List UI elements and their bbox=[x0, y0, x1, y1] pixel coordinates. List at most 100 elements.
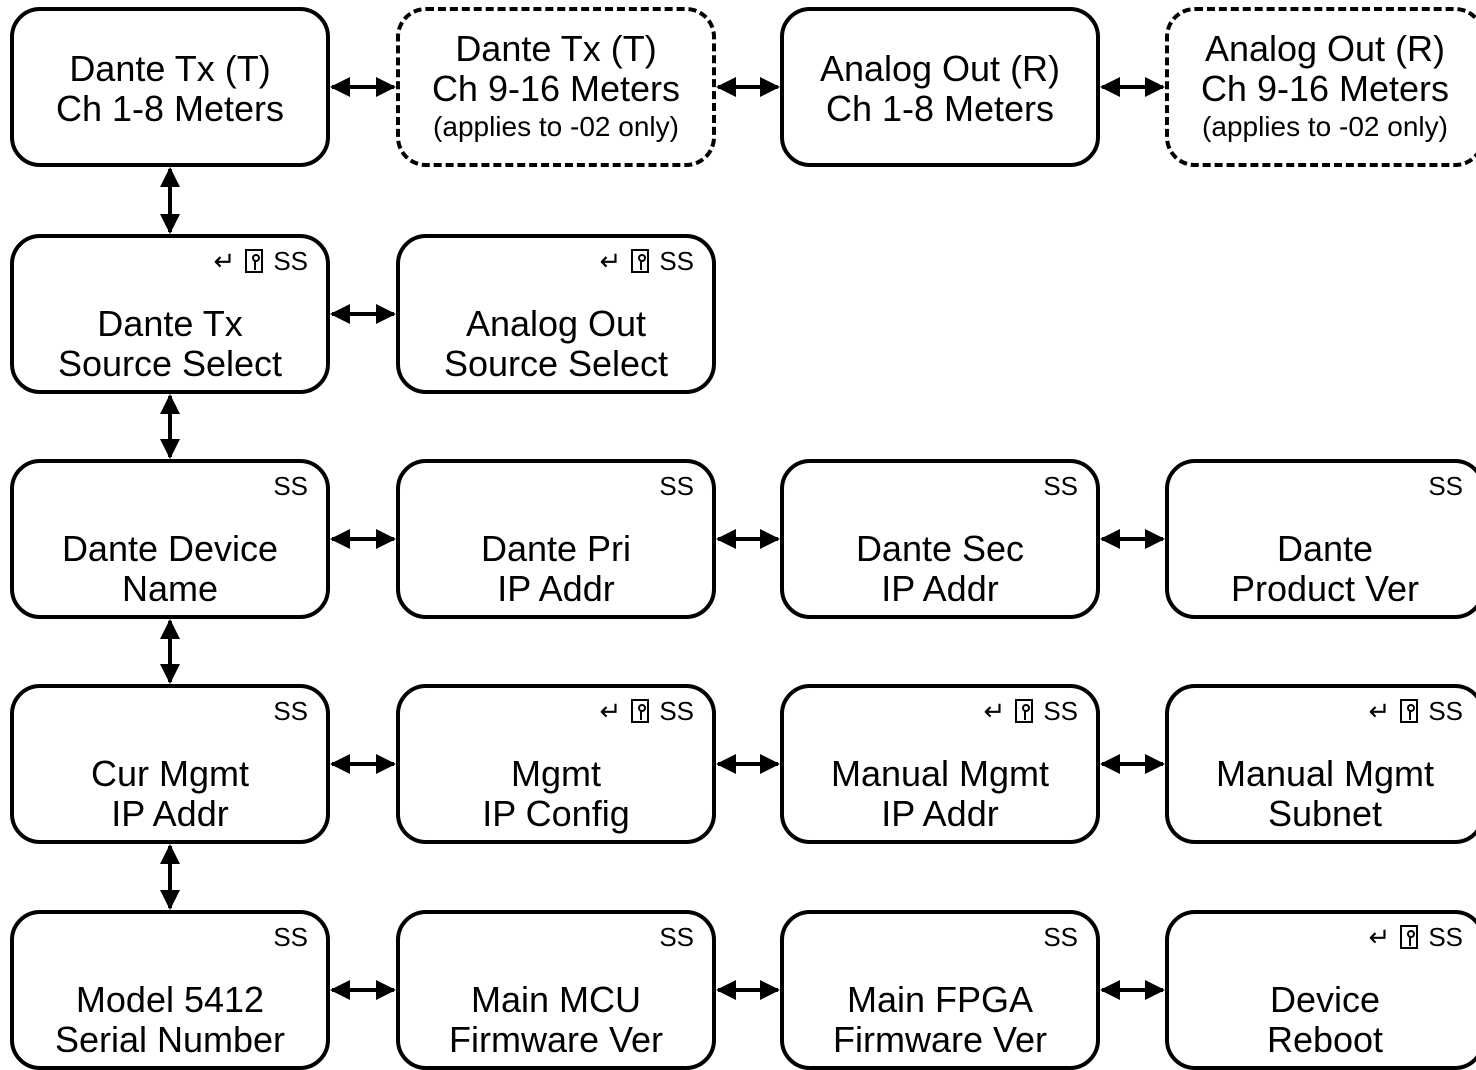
ss-tag: SS bbox=[273, 695, 308, 726]
lock-icon bbox=[1015, 699, 1034, 723]
enter-arrow-icon: ↵ bbox=[599, 696, 622, 726]
lock-icon bbox=[245, 249, 264, 273]
node-label-line: Analog Out bbox=[465, 303, 647, 344]
node-analog-out-ch-1-8-meters: Analog Out (R)Ch 1-8 Meters bbox=[780, 7, 1100, 167]
node-label-line: Mgmt bbox=[511, 753, 601, 794]
lock-icon bbox=[631, 699, 650, 723]
ss-tag: SS bbox=[1043, 921, 1078, 952]
node-tags: SS bbox=[1043, 469, 1078, 503]
lock-icon bbox=[1400, 925, 1419, 949]
node-label: Dante Tx (T)Ch 1-8 Meters bbox=[14, 49, 326, 129]
ss-tag: SS bbox=[1043, 695, 1078, 726]
node-label-line: Serial Number bbox=[54, 1019, 286, 1060]
node-tags: SS bbox=[659, 469, 694, 503]
node-label-line: Dante Sec bbox=[855, 528, 1025, 569]
node-label-line: Analog Out (R) bbox=[819, 48, 1061, 89]
ss-tag: SS bbox=[273, 470, 308, 501]
node-label-line: Subnet bbox=[1267, 793, 1383, 834]
node-tags: SS bbox=[273, 469, 308, 503]
ss-tag: SS bbox=[1428, 470, 1463, 501]
node-tags: SS bbox=[273, 694, 308, 728]
ss-tag: SS bbox=[273, 921, 308, 952]
node-label-line: Dante Device bbox=[61, 528, 279, 569]
node-label-line: Firmware Ver bbox=[832, 1019, 1048, 1060]
node-label-line: Dante Pri bbox=[480, 528, 632, 569]
node-label-line: Dante Tx (T) bbox=[455, 28, 657, 69]
node-label-line: Cur Mgmt bbox=[90, 753, 249, 794]
enter-arrow-icon: ↵ bbox=[983, 696, 1006, 726]
node-label-line: IP Addr bbox=[497, 568, 615, 609]
enter-arrow-icon: ↵ bbox=[599, 246, 622, 276]
ss-tag: SS bbox=[273, 245, 308, 276]
node-label-line: Source Select bbox=[443, 343, 669, 384]
node-label-line: Device bbox=[1269, 979, 1381, 1020]
node-tags: ↵ SS bbox=[984, 694, 1078, 728]
enter-arrow-icon: ↵ bbox=[1368, 922, 1391, 952]
node-label-line: IP Addr bbox=[881, 793, 999, 834]
node-dante-tx-ch-9-16-meters: Dante Tx (T)Ch 9-16 Meters(applies to -0… bbox=[396, 7, 716, 167]
node-tags: ↵ SS bbox=[1369, 920, 1463, 954]
node-label-line: Analog Out (R) bbox=[1204, 28, 1446, 69]
node-dante-tx-ch-1-8-meters: Dante Tx (T)Ch 1-8 Meters bbox=[10, 7, 330, 167]
node-tags: ↵ SS bbox=[214, 244, 308, 278]
node-tags: SS bbox=[659, 920, 694, 954]
node-label-line: Ch 9-16 Meters bbox=[1200, 68, 1450, 109]
ss-tag: SS bbox=[1043, 470, 1078, 501]
node-label-line: Main FPGA bbox=[846, 979, 1034, 1020]
node-tags: SS bbox=[1043, 920, 1078, 954]
node-label-line: Name bbox=[121, 568, 219, 609]
ss-tag: SS bbox=[659, 921, 694, 952]
lock-icon bbox=[1400, 699, 1419, 723]
enter-arrow-icon: ↵ bbox=[1368, 696, 1391, 726]
node-label-line: Ch 9-16 Meters bbox=[431, 68, 681, 109]
node-note: (applies to -02 only) bbox=[1202, 111, 1448, 142]
ss-tag: SS bbox=[1428, 921, 1463, 952]
node-label-line: Product Ver bbox=[1230, 568, 1420, 609]
node-label: Analog Out (R)Ch 1-8 Meters bbox=[784, 49, 1096, 129]
node-label-line: Dante bbox=[1276, 528, 1374, 569]
node-label-line: Main MCU bbox=[470, 979, 641, 1020]
node-label-line: Dante Tx (T) bbox=[69, 48, 271, 89]
node-tags: SS bbox=[273, 920, 308, 954]
node-label: Dante Tx (T)Ch 9-16 Meters(applies to -0… bbox=[400, 29, 712, 145]
node-label: Analog Out (R)Ch 9-16 Meters(applies to … bbox=[1169, 29, 1476, 145]
node-label-line: Reboot bbox=[1266, 1019, 1384, 1060]
node-label-line: IP Addr bbox=[111, 793, 229, 834]
node-label-line: Manual Mgmt bbox=[830, 753, 1050, 794]
node-label-line: Model 5412 bbox=[75, 979, 265, 1020]
node-label-line: Firmware Ver bbox=[448, 1019, 664, 1060]
node-analog-out-ch-9-16-meters: Analog Out (R)Ch 9-16 Meters(applies to … bbox=[1165, 7, 1476, 167]
node-tags: ↵SS bbox=[600, 694, 694, 728]
node-label-line: Manual Mgmt bbox=[1215, 753, 1435, 794]
ss-tag: SS bbox=[659, 470, 694, 501]
node-label-line: IP Config bbox=[482, 793, 630, 834]
enter-arrow-icon: ↵ bbox=[213, 246, 236, 276]
node-label-line: Dante Tx bbox=[97, 303, 243, 344]
node-label-line: Ch 1-8 Meters bbox=[55, 88, 285, 129]
